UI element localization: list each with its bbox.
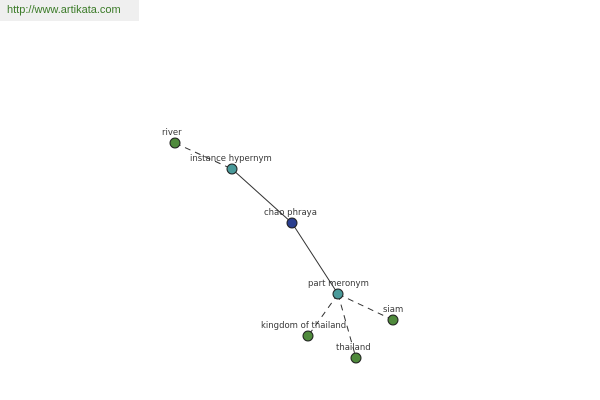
source-banner[interactable]: http://www.artikata.com bbox=[0, 0, 139, 21]
node-label-part-meronym[interactable]: part meronym bbox=[308, 279, 369, 289]
edge-layer bbox=[174, 142, 394, 359]
edge-instance-hypernym-chao-phraya bbox=[231, 168, 293, 224]
node-label-chao-phraya[interactable]: chao phraya bbox=[264, 208, 317, 218]
node-thailand[interactable] bbox=[350, 352, 362, 364]
node-label-thailand[interactable]: thailand bbox=[336, 343, 371, 353]
label-layer: river instance hypernym chao phraya part me… bbox=[162, 128, 403, 353]
node-label-kingdom-of-thailand[interactable]: kingdom of thailand bbox=[261, 321, 346, 331]
node-river[interactable] bbox=[169, 137, 181, 149]
node-layer bbox=[169, 137, 399, 364]
node-label-instance-hypernym[interactable]: instance hypernym bbox=[190, 154, 272, 164]
node-instance-hypernym[interactable] bbox=[226, 163, 238, 175]
node-chao-phraya[interactable] bbox=[286, 217, 298, 229]
edge-chao-phraya-part-meronym bbox=[291, 222, 339, 295]
node-kingdom-of-thailand[interactable] bbox=[302, 330, 314, 342]
node-label-siam[interactable]: siam bbox=[383, 305, 403, 315]
node-label-river[interactable]: river bbox=[162, 128, 182, 138]
edge-part-meronym-thailand bbox=[337, 293, 357, 359]
node-siam[interactable] bbox=[387, 314, 399, 326]
edge-part-meronym-kingdom-of-thailand bbox=[307, 293, 339, 337]
source-url[interactable]: http://www.artikata.com bbox=[7, 4, 121, 16]
node-part-meronym[interactable] bbox=[332, 288, 344, 300]
